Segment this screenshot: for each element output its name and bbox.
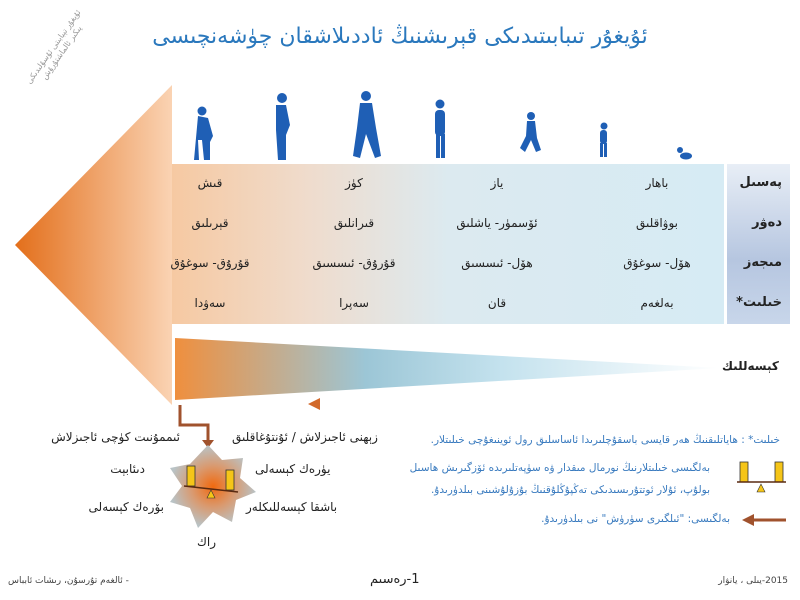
star-label-cancer: راك (197, 535, 217, 549)
figure-toddler-icon (600, 122, 608, 157)
figure-caption: 1-رەسىم (370, 572, 420, 587)
star-label-memory: زېھنى ئاجىزلاش / ئۇنتۇغاقلىق (232, 430, 378, 444)
table-cell: ئۆسمۈر- ياشلىق (456, 216, 538, 230)
row-label-temperament: مىجەز (743, 255, 782, 270)
figure-elderly-icon (194, 106, 213, 160)
table-cell: باھار (645, 176, 669, 190)
legend-arrow-text: بەلگىسى: "ئىلگىرى سۈرۈش" نى بىلدۈرىدۇ. (541, 513, 730, 525)
star-label-diabetes: دىئابېت (110, 462, 145, 476)
balance-scale-icon (183, 465, 239, 499)
star-label-heart: يۈرەك كېسەلى (255, 462, 331, 476)
table-cell: بوۋاقلىق (635, 216, 678, 230)
table-cell: قىرانلىق (333, 216, 375, 230)
table-cell: سەپرا (339, 296, 369, 310)
row-label-season: پەسىل (739, 175, 782, 190)
legend-balance-text: بەلگىسى خىلىتلارنىڭ نورمال مىقدار ۋە سۈپ… (409, 462, 710, 474)
connector-arrow (178, 405, 210, 442)
figure-middle-aged-icon (276, 93, 290, 160)
aging-arrow-head (15, 85, 172, 405)
table-cell: ھۆل- ئىسسىق (461, 256, 533, 270)
disease-label: كېسەللىك (722, 359, 779, 373)
table-cell: ياز (490, 176, 504, 190)
figure-adult-walking-icon (353, 91, 381, 158)
legend-balance-icon (737, 461, 786, 493)
table-cell: بەلغەم (640, 296, 674, 310)
star-burst (170, 445, 256, 528)
page-title: ئۇيغۇر تىبابىتىدىكى قېرىشنىڭ ئاددىلاشقان… (152, 24, 648, 49)
table-cell: ھۆل- سوغۇق (623, 256, 691, 270)
table-cell: قان (487, 296, 507, 310)
star-label-other: باشقا كېسەللىكلەر (246, 500, 338, 514)
figure-young-adult-icon (435, 99, 445, 158)
row-labels: پەسىل دەۋر مىجەز خىلىت* (727, 164, 790, 324)
legend-humor-definition: خىلىت* : ھاياتلىقنىڭ ھەر قايسى باسقۇچلىر… (430, 434, 780, 446)
disease-wedge (175, 338, 720, 400)
table-cell: قېرىلىق (191, 216, 229, 230)
table-cell: سەۋدا (194, 296, 226, 310)
table-cell: قۇرۇق- ئىسسىق (312, 256, 396, 270)
table-cell: قىش (197, 176, 223, 190)
figure-child-running-icon (520, 112, 541, 152)
legend-arrow-icon (742, 514, 786, 526)
row-label-humor: خىلىت* (736, 295, 782, 310)
table-cell: كۈز (345, 176, 363, 190)
progress-arrow-head (308, 398, 320, 410)
legend-balance-text: بولۇپ، ئۇلار ئوتتۇرىسىدىكى تەڭپۇڭلۇقنىڭ … (430, 484, 710, 496)
table-cell: قۇرۇق- سوغۇق (170, 256, 250, 270)
star-label-immunity: ئىممۇنىت كۈچى ئاجىزلاش (51, 430, 180, 444)
figure-baby-icon (677, 147, 692, 160)
footer-authors: - ئالغەم تۇرسۇن، رىشات ئابباس (8, 576, 129, 586)
row-label-period: دەۋر (752, 215, 782, 230)
stages-table: باھار بوۋاقلىق ھۆل- سوغۇق بەلغەم ياز ئۆس… (170, 164, 724, 324)
footer-date: 2015-يىلى ، يانۋار (718, 576, 788, 586)
connector-arrow-head (202, 440, 214, 448)
star-label-kidney: بۆرەك كېسەلى (88, 500, 164, 514)
